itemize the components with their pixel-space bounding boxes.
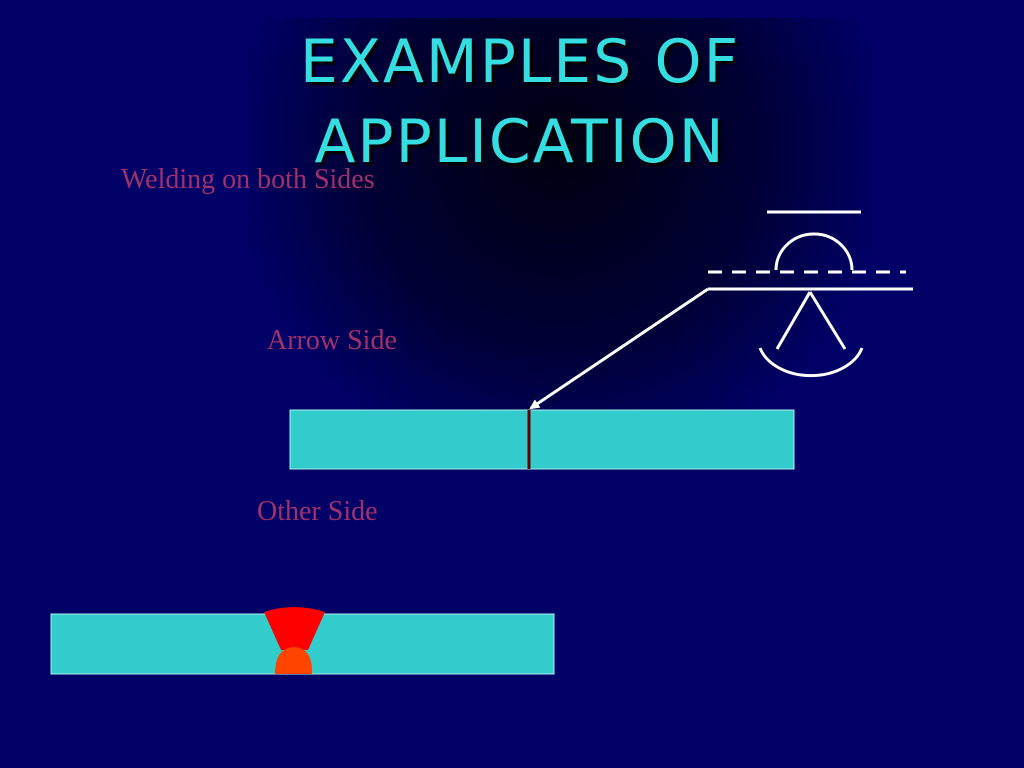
arrow-side-label: Arrow Side (267, 325, 397, 356)
upper-weld-arc (774, 232, 854, 271)
welding-both-sides-label: Welding on both Sides (121, 164, 375, 195)
lower-contour-arc (758, 347, 864, 378)
arrow-side-plate (289, 409, 795, 470)
v-weld-bead (264, 607, 325, 650)
title-shadow-panel (250, 18, 870, 458)
v-groove-right-leg (808, 291, 847, 350)
root-weld-bead (275, 647, 313, 674)
slide-title: EXAMPLES OF APPLICATION (299, 27, 741, 177)
other-side-label: Other Side (257, 496, 378, 527)
arrow-leader-icon (529, 287, 709, 410)
v-groove-left-leg (775, 291, 812, 350)
both-sides-weld-symbol-icon (708, 210, 913, 378)
